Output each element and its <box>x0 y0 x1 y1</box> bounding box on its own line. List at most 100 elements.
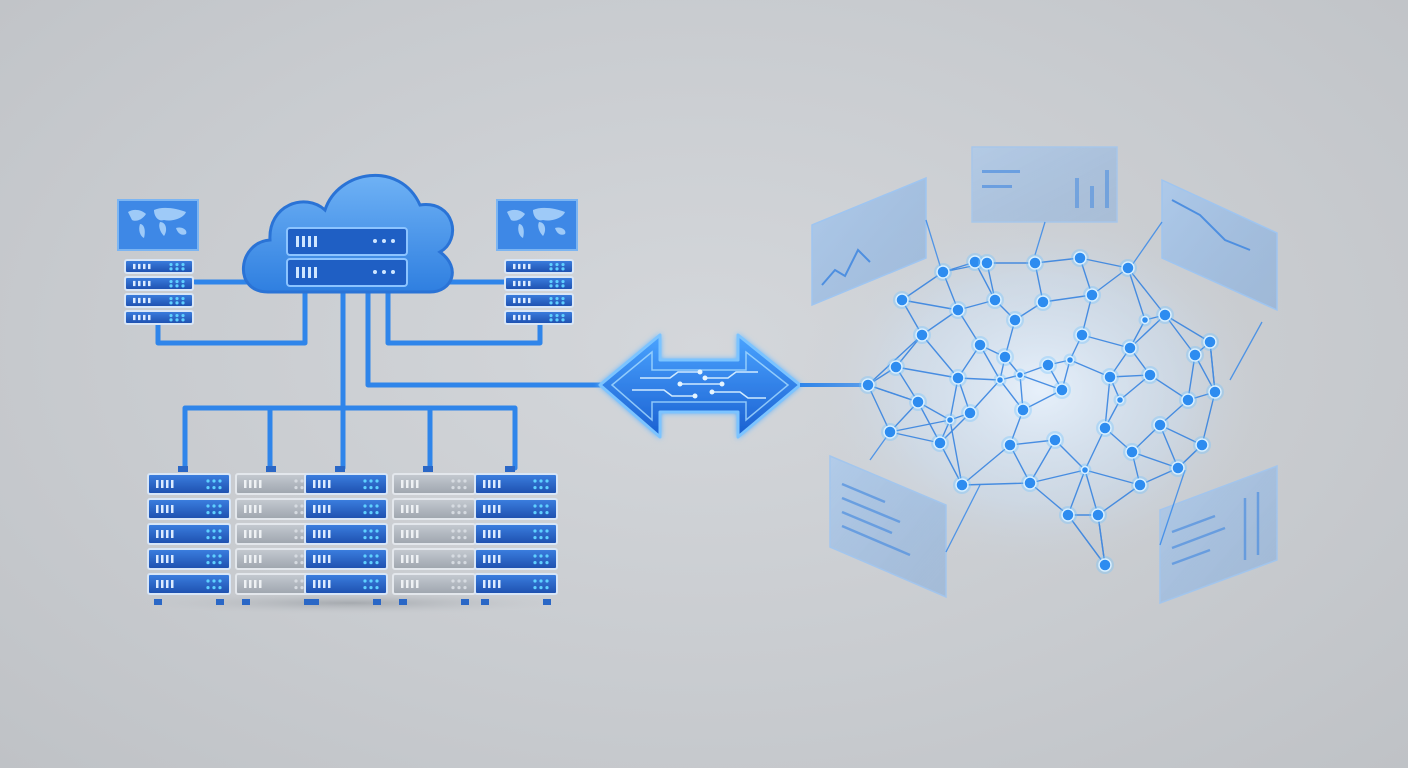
network-node <box>931 434 949 452</box>
double-arrow-icon <box>598 333 802 439</box>
network-node <box>966 253 984 271</box>
network-node <box>943 413 957 427</box>
world-map-icon <box>117 199 199 251</box>
network-node <box>1026 254 1044 272</box>
server-unit <box>392 523 476 545</box>
network-node <box>1053 381 1071 399</box>
network-node <box>1014 401 1032 419</box>
network-node <box>1123 443 1141 461</box>
network-edge <box>1034 257 1081 264</box>
network-node <box>993 373 1007 387</box>
server-unit <box>147 498 231 520</box>
neural-network-edges <box>867 257 1216 566</box>
network-edge <box>1097 484 1141 516</box>
server-unit <box>124 276 194 291</box>
network-edge <box>1054 439 1086 471</box>
network-edge <box>957 309 981 346</box>
server-rack-icon <box>504 259 574 325</box>
network-edge <box>1029 469 1086 484</box>
server-unit <box>474 573 558 595</box>
network-node <box>1121 339 1139 357</box>
network-node <box>1046 431 1064 449</box>
network-edge <box>949 377 959 421</box>
brain-glow <box>800 200 1280 580</box>
network-edge <box>1159 424 1203 446</box>
network-node <box>1151 416 1169 434</box>
network-node <box>1021 474 1039 492</box>
network-edge <box>1019 374 1063 391</box>
network-node <box>1006 311 1024 329</box>
network-edge <box>1067 469 1086 516</box>
network-edge <box>1194 354 1216 393</box>
server-unit <box>147 548 231 570</box>
network-edge <box>1079 257 1129 269</box>
network-node <box>1034 293 1052 311</box>
network-node <box>949 369 967 387</box>
server-unit <box>504 293 574 308</box>
network-edge <box>895 366 919 403</box>
network-edge <box>1067 514 1106 566</box>
network-edge <box>867 384 919 403</box>
network-node <box>986 291 1004 309</box>
server-unit <box>392 473 476 495</box>
network-edge <box>867 384 891 433</box>
network-edge <box>1069 359 1111 378</box>
network-node <box>913 326 931 344</box>
network-node <box>1101 368 1119 386</box>
dashboard-panel-icon <box>811 176 927 307</box>
network-edge <box>961 482 1031 486</box>
network-edge <box>889 419 951 433</box>
pipe-cloud-left-stack <box>155 289 308 346</box>
network-node <box>1169 459 1187 477</box>
network-node <box>1001 436 1019 454</box>
network-edge <box>1081 294 1093 336</box>
network-node <box>1071 249 1089 267</box>
network-edge <box>1131 451 1179 469</box>
server-unit <box>304 523 388 545</box>
network-edge <box>1209 341 1216 393</box>
network-node <box>1089 506 1107 524</box>
server-unit <box>124 259 194 274</box>
server-unit <box>504 310 574 325</box>
network-edge <box>1187 354 1196 401</box>
network-edge <box>1009 444 1031 484</box>
network-edge <box>1097 514 1106 566</box>
server-unit <box>474 473 558 495</box>
network-edge <box>901 299 959 311</box>
network-edge <box>957 377 1001 381</box>
network-edge <box>1139 467 1179 486</box>
server-unit <box>304 573 388 595</box>
network-edge <box>1149 374 1189 401</box>
server-unit <box>474 548 558 570</box>
network-edge <box>1009 439 1056 446</box>
network-edge <box>1022 389 1063 411</box>
network-edge <box>939 412 971 444</box>
server-unit <box>304 548 388 570</box>
server-unit <box>304 498 388 520</box>
network-node <box>1179 391 1197 409</box>
cloud-icon <box>241 173 455 294</box>
server-rack-icon <box>392 466 476 605</box>
network-edge <box>889 431 941 444</box>
server-unit <box>392 548 476 570</box>
network-node <box>996 348 1014 366</box>
network-edge <box>895 334 923 368</box>
server-unit <box>392 573 476 595</box>
network-node <box>893 291 911 309</box>
network-edge <box>1029 439 1056 484</box>
network-edge <box>1084 427 1106 471</box>
pipe-trunk-right <box>340 405 518 471</box>
network-node <box>1063 353 1077 367</box>
network-edge <box>942 271 959 311</box>
server-unit <box>392 498 476 520</box>
network-node <box>1186 346 1204 364</box>
floor-shadow <box>120 591 580 615</box>
server-rack-icon <box>147 466 231 605</box>
server-unit <box>504 276 574 291</box>
network-edge <box>1091 267 1129 296</box>
server-unit <box>474 498 558 520</box>
pipe-trunk-left <box>182 289 346 471</box>
network-edge <box>1084 469 1099 516</box>
server-rack-icon <box>235 466 319 605</box>
network-node <box>949 301 967 319</box>
